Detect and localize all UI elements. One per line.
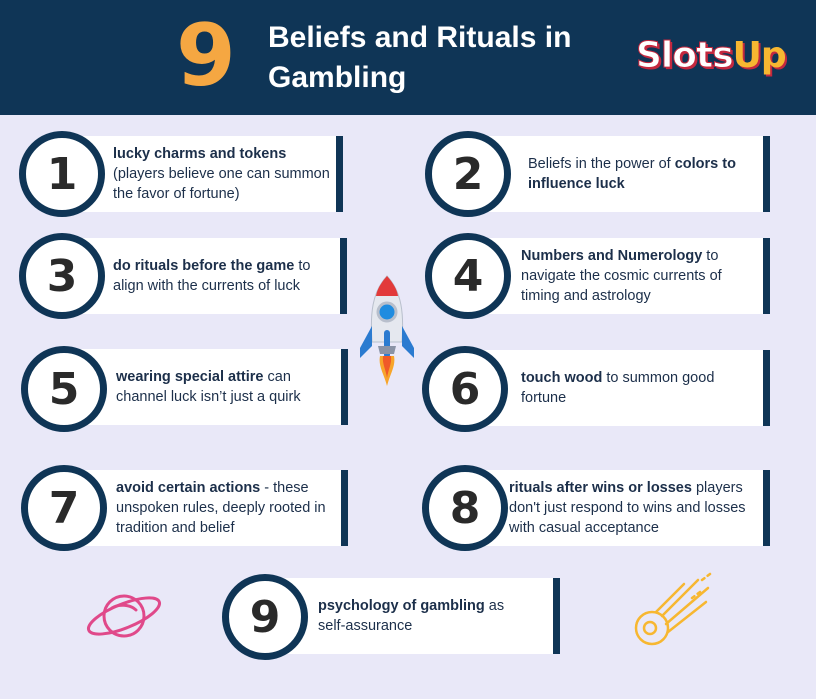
belief-card-2: Beliefs in the power of colors to influe…: [468, 136, 770, 212]
belief-number-1: 1: [19, 131, 105, 217]
belief-card-9: psychology of gambling as self-assurance: [262, 578, 560, 654]
belief-number-9: 9: [222, 574, 308, 660]
belief-card-7: avoid certain actions - these unspoken r…: [60, 470, 348, 546]
belief-number-3: 3: [19, 233, 105, 319]
planet-icon: [86, 594, 162, 638]
belief-number-4: 4: [425, 233, 511, 319]
belief-number-8: 8: [422, 465, 508, 551]
belief-card-4: Numbers and Numerology to navigate the c…: [468, 238, 770, 314]
belief-number-2: 2: [425, 131, 511, 217]
header-banner: 9 Beliefs and Rituals in Gambling SlotsU…: [0, 0, 816, 115]
page-title: Beliefs and Rituals in Gambling: [268, 21, 572, 94]
header-number: 9: [176, 6, 236, 106]
belief-number-7: 7: [21, 465, 107, 551]
belief-text-5: wearing special attire can channel luck …: [116, 369, 301, 405]
belief-card-1: lucky charms and tokens (players believe…: [58, 136, 343, 212]
belief-text-9: psychology of gambling as self-assurance: [318, 598, 505, 634]
belief-number-6: 6: [422, 346, 508, 432]
belief-number-5: 5: [21, 346, 107, 432]
belief-card-3: do rituals before the game to align with…: [58, 238, 347, 314]
comet-icon: [634, 572, 712, 646]
belief-card-5: wearing special attire can channel luck …: [60, 349, 348, 425]
belief-text-4: Numbers and Numerology to navigate the c…: [521, 248, 722, 304]
logo-text-up: Up: [732, 35, 787, 76]
belief-text-3: do rituals before the game to align with…: [113, 258, 311, 294]
belief-text-8: rituals after wins or losses players don…: [509, 480, 746, 536]
belief-text-7: avoid certain actions - these unspoken r…: [116, 480, 326, 536]
belief-card-8: rituals after wins or losses players don…: [468, 470, 770, 546]
belief-text-1: lucky charms and tokens (players believe…: [113, 146, 330, 202]
belief-card-6: touch wood to summon good fortune: [468, 350, 770, 426]
slotsup-logo[interactable]: SlotsUp: [636, 34, 787, 78]
rocket-icon: [360, 275, 414, 386]
belief-text-6: touch wood to summon good fortune: [521, 370, 715, 406]
belief-text-2: Beliefs in the power of colors to influe…: [528, 156, 736, 192]
logo-text-slots: Slots: [636, 35, 735, 77]
